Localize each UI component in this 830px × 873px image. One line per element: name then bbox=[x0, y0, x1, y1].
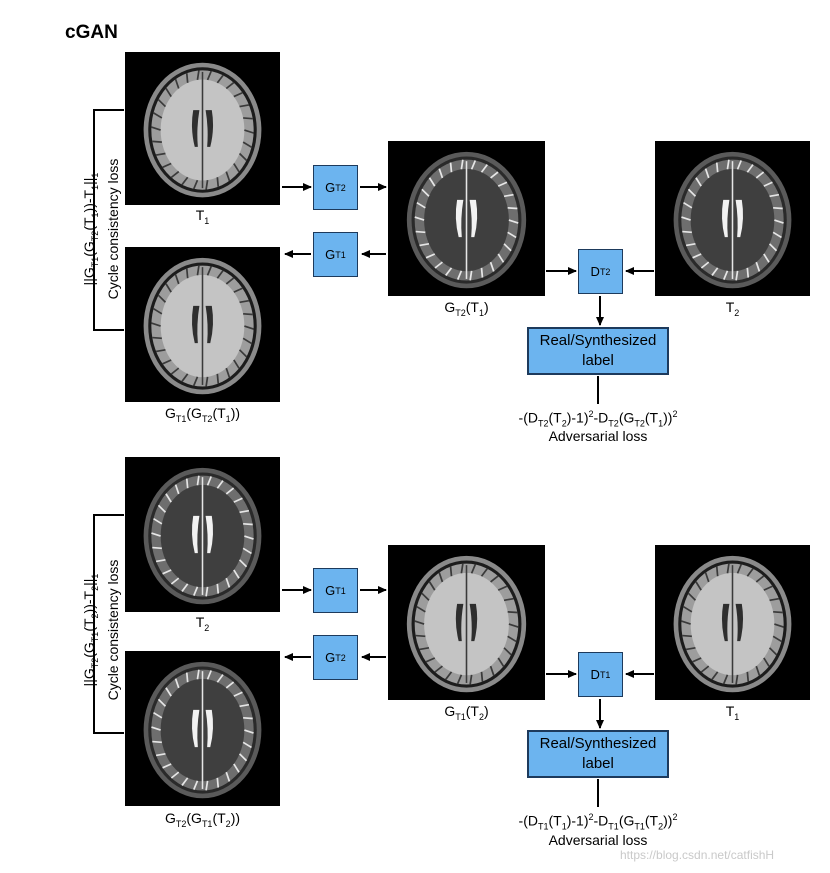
caption-t1-input: T1 bbox=[195, 207, 210, 226]
cycle-loss-label-bottom: ||GT2(GT1(T2))-T2||1 Cycle consistency l… bbox=[80, 480, 121, 780]
brain-slice-graphic bbox=[406, 555, 527, 693]
cycle-loss-name-bottom: Cycle consistency loss bbox=[104, 559, 121, 701]
scan-image-t1-input bbox=[125, 52, 280, 205]
caption-synthesized-t2: GT2(T1) bbox=[444, 299, 489, 318]
scan-image-t1-real bbox=[655, 545, 810, 700]
label-line1: Real/Synthesized bbox=[539, 332, 657, 349]
adversarial-loss-name: Adversarial loss bbox=[548, 428, 648, 444]
scan-image-t2-input bbox=[125, 457, 280, 612]
brain-slice-graphic bbox=[143, 62, 262, 198]
scan-image-t2-real bbox=[655, 141, 810, 296]
caption-reconstructed-t1: GT1(GT2(T1)) bbox=[164, 405, 241, 424]
scan-image-reconstructed-t2 bbox=[125, 651, 280, 806]
brain-slice-graphic bbox=[673, 151, 792, 289]
brain-slice-graphic bbox=[143, 257, 262, 395]
adversarial-loss-name-bottom: Adversarial loss bbox=[548, 832, 648, 848]
brain-slice-graphic bbox=[406, 151, 527, 289]
brain-slice-graphic bbox=[143, 467, 262, 605]
scan-image-reconstructed-t1 bbox=[125, 247, 280, 402]
caption-t2-input: T2 bbox=[195, 614, 210, 633]
scan-image-synthesized-t2 bbox=[388, 141, 545, 296]
figure-title: cGAN bbox=[65, 22, 118, 43]
brain-slice-graphic bbox=[673, 555, 792, 693]
caption-synthesized-t1: GT1(T2) bbox=[444, 703, 489, 722]
cycle-loss-label: ||GT1(GT2(T1))-T1||1 Cycle consistency l… bbox=[80, 79, 121, 379]
cycle-loss-formula-bottom: ||GT2(GT1(T2))-T2||1 bbox=[81, 573, 100, 687]
label-line2-bottom: label bbox=[582, 755, 614, 772]
watermark: https://blog.csdn.net/catfishH bbox=[620, 848, 775, 862]
cycle-loss-formula: ||GT1(GT2(T1))-T1||1 bbox=[81, 172, 100, 286]
label-line2: label bbox=[582, 352, 614, 369]
real-synth-label-box: Real/Synthesized label bbox=[527, 327, 669, 375]
scan-image-synthesized-t1 bbox=[388, 545, 545, 700]
caption-reconstructed-t2: GT2(GT1(T2)) bbox=[164, 810, 241, 829]
caption-t2-real: T2 bbox=[725, 299, 740, 318]
label-line1-bottom: Real/Synthesized bbox=[539, 735, 657, 752]
cycle-loss-name: Cycle consistency loss bbox=[104, 158, 121, 300]
adversarial-loss-formula-bottom: -(DT1(T1)-1)2-DT1(GT1(T2))2 bbox=[518, 812, 678, 832]
real-synth-label-box-bottom: Real/Synthesized label bbox=[527, 730, 669, 778]
caption-t1-real: T1 bbox=[725, 703, 740, 722]
adversarial-loss-formula: -(DT2(T2)-1)2-DT2(GT2(T1))2 bbox=[518, 409, 678, 429]
brain-slice-graphic bbox=[143, 661, 262, 799]
